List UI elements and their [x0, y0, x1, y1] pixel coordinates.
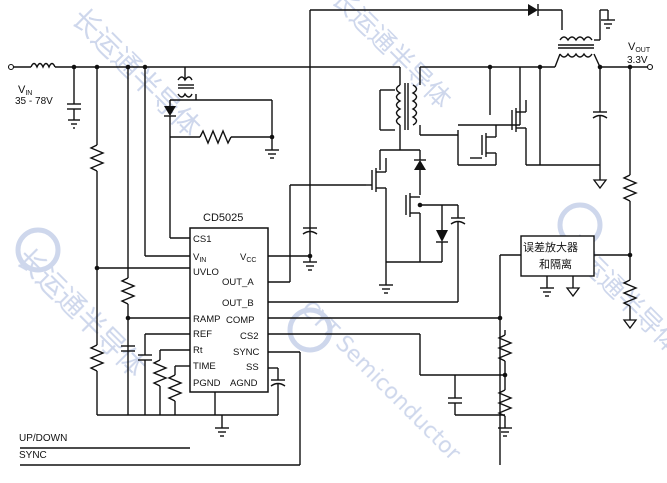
watermark-text-4: CYT Semiconductor — [296, 297, 466, 467]
output-coupled-inductor-top — [559, 36, 593, 42]
pin-cs2: CS2 — [240, 331, 258, 342]
feedback-routing — [20, 315, 513, 466]
main-transformer-primary — [395, 84, 402, 126]
pin-time: TIME — [193, 361, 216, 372]
watermark: 长运通半导体 长运通半导体 长运通半导体 CYT Semiconductor 长… — [10, 0, 667, 467]
pin-out-b: OUT_B — [222, 298, 254, 309]
watermark-text-3: 长运通半导体 — [10, 242, 152, 384]
pin-cs1: CS1 — [193, 234, 211, 245]
input-inductor — [30, 62, 56, 69]
output-coupled-inductor-bottom — [559, 52, 593, 58]
vin-terminal — [7, 63, 15, 71]
controller-ic: CD5025 CS1 VIN UVLO RAMP REF Rt TIME PGN… — [189, 212, 269, 393]
input-section: VIN 35 - 78V — [7, 62, 380, 129]
updown-label: UP/DOWN — [19, 433, 67, 444]
power-stage — [366, 66, 466, 294]
pin-ss: SS — [246, 362, 259, 373]
error-amp-block: 误差放大器 和隔离 — [499, 235, 595, 465]
pin-agnd: AGND — [230, 378, 258, 389]
sense-diode — [164, 106, 176, 116]
pin-ramp: RAMP — [193, 314, 220, 325]
pin-out-a: OUT_A — [222, 277, 254, 288]
vin-range-label: 35 - 78V — [15, 96, 53, 107]
cs1-sense-network — [164, 67, 279, 239]
sync-label: SYNC — [19, 450, 47, 461]
output-stage: VOUT 3.3V — [554, 9, 654, 330]
error-amp-label-2: 和隔离 — [539, 257, 572, 271]
sense-transformer — [177, 76, 193, 82]
pin-pgnd: PGND — [193, 378, 221, 389]
ic-name: CD5025 — [203, 212, 243, 224]
error-amp-label-1: 误差放大器 — [523, 240, 578, 254]
watermark-text-1: 长运通半导体 — [65, 2, 207, 144]
watermark-logo-2 — [287, 307, 333, 353]
watermark-text-2: 长运通半导体 — [325, 0, 457, 115]
pin-comp: COMP — [226, 315, 255, 326]
pin-uvlo: UVLO — [193, 267, 219, 278]
secondary-stage — [419, 64, 600, 166]
pin-ref: REF — [193, 329, 212, 340]
vout-value: 3.3V — [627, 55, 648, 66]
vout-label: VOUT — [628, 41, 651, 54]
ic-body — [189, 227, 269, 393]
watermark-logo-1 — [15, 227, 61, 273]
main-transformer-secondary — [411, 84, 418, 126]
gate-drive-network — [268, 4, 562, 303]
pin-sync: SYNC — [233, 347, 260, 358]
pin-rt: Rt — [193, 345, 203, 356]
left-resistor-network — [89, 67, 278, 437]
